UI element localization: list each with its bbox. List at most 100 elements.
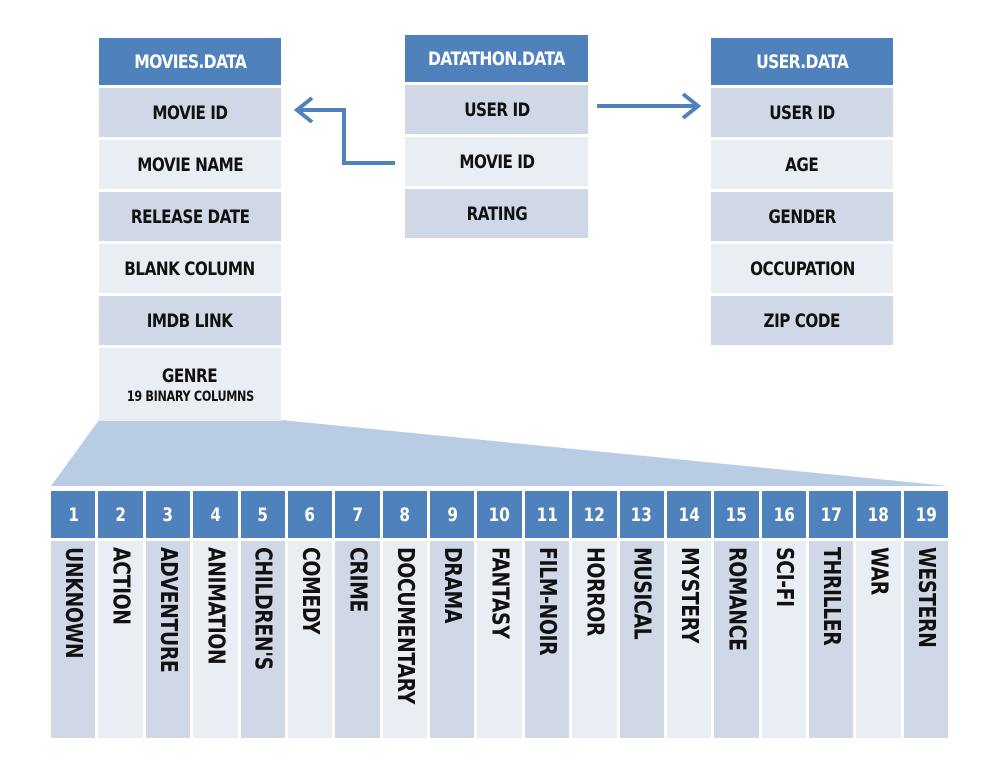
genre-name-cell: WESTERN [903,541,949,738]
genre-number-text: 5 [257,503,268,526]
genre-name-cell: MUSICAL [619,541,664,738]
genre-name: ROMANCE [723,547,750,651]
genre-name-cell: ROMANCE [714,541,759,738]
datathon-data-table: DATATHON.DATA USER ID MOVIE ID RATING [405,35,588,238]
genre-name-cell: ACTION [98,541,143,738]
genre-name-cell: DOCUMENTARY [382,541,427,738]
genre-fan-shape [51,420,948,486]
genre-number-text: 8 [399,503,411,526]
genre-number-text: 6 [304,503,316,526]
genre-number: 13 [619,491,664,538]
datathon-row-movie-id: MOVIE ID [405,137,588,186]
genre-name: SCI-FI [770,547,797,607]
genre-number: 5 [240,491,285,538]
genre-number-text: 10 [488,503,511,526]
user-row-label: OCCUPATION [749,257,855,280]
genre-number-text: 14 [678,503,700,526]
genre-subtitle: 19 BINARY COLUMNS [126,388,254,405]
movies-row-movie-name: MOVIE NAME [99,140,281,189]
genre-name-cell: COMEDY [287,541,333,738]
genre-name-cell: THRILLER [809,541,854,738]
genre-number-text: 4 [210,503,221,526]
genre-number: 8 [382,491,427,538]
genre-name: ACTION [107,547,134,625]
genre-number-text: 3 [162,503,174,526]
user-row-label: ZIP CODE [763,309,841,332]
genre-number-text: 18 [867,503,890,526]
genre-number-text: 13 [631,503,653,526]
genre-number-text: 15 [725,503,748,526]
movies-data-title: MOVIES.DATA [133,50,247,73]
genre-name: DRAMA [439,547,466,624]
genre-name: FANTASY [486,547,513,639]
genre-name-cell: HORROR [572,541,617,738]
datathon-data-header: DATATHON.DATA [405,35,588,82]
genre-number-text: 11 [536,503,558,526]
genre-number-text: 9 [446,503,458,526]
genre-name: WESTERN [912,547,939,648]
genre-name-cell: UNKNOWN [51,541,96,738]
genre-name-cell: WAR [856,541,901,738]
user-row-zip-code: ZIP CODE [711,296,893,345]
genre-name-cell: DRAMA [430,541,475,738]
genre-name-cell: ADVENTURE [145,541,191,738]
movies-row-blank-column: BLANK COLUMN [99,244,281,293]
user-data-table: USER.DATA USER ID AGE GENDER OCCUPATION … [711,38,893,345]
genre-name: HORROR [581,547,608,636]
genre-name-cell: CRIME [335,541,380,738]
datathon-row-user-id: USER ID [405,85,588,134]
movie-id-arrowhead-icon [293,96,314,124]
genre-name: FILM-NOIR [533,547,560,656]
user-row-label: USER ID [769,101,835,124]
genre-number-text: 2 [115,503,126,526]
genre-number-text: 17 [820,503,842,526]
genre-number: 14 [666,491,712,538]
genre-name: UNKNOWN [60,547,87,659]
user-row-gender: GENDER [711,192,893,241]
movies-row-imdb-link: IMDB LINK [99,296,281,345]
genre-number-text: 16 [773,503,795,526]
movies-row-label: BLANK COLUMN [124,257,256,280]
user-row-label: GENDER [768,205,836,228]
genre-number: 19 [903,491,949,538]
genre-number: 1 [51,491,96,538]
user-data-title: USER.DATA [755,50,849,73]
movies-row-label: RELEASE DATE [130,205,250,228]
datathon-data-title: DATATHON.DATA [428,47,565,70]
genre-name-cell: SCI-FI [761,541,806,738]
genre-name: ANIMATION [202,547,229,665]
movies-row-label: MOVIE NAME [137,153,243,176]
genre-name: MUSICAL [628,547,655,640]
movies-data-table: MOVIES.DATA MOVIE ID MOVIE NAME RELEASE … [99,38,281,421]
genre-number: 18 [856,491,901,538]
datathon-row-rating: RATING [405,189,588,238]
genre-name: THRILLER [818,547,845,646]
genre-number-text: 7 [352,503,363,526]
movies-data-header: MOVIES.DATA [99,38,281,85]
genre-number-text: 19 [915,503,937,526]
genre-name-cell: FILM-NOIR [524,541,570,738]
genre-name: CHILDREN'S [249,547,276,670]
movies-row-label: MOVIE ID [152,101,228,124]
movies-row-movie-id: MOVIE ID [99,88,281,137]
genre-number: 2 [98,491,143,538]
genre-number: 3 [145,491,191,538]
movies-row-label: IMDB LINK [147,309,233,332]
genre-name: WAR [865,547,892,595]
datathon-row-label: RATING [466,202,527,225]
genre-number: 15 [714,491,759,538]
genre-name-cell: FANTASY [477,541,522,738]
